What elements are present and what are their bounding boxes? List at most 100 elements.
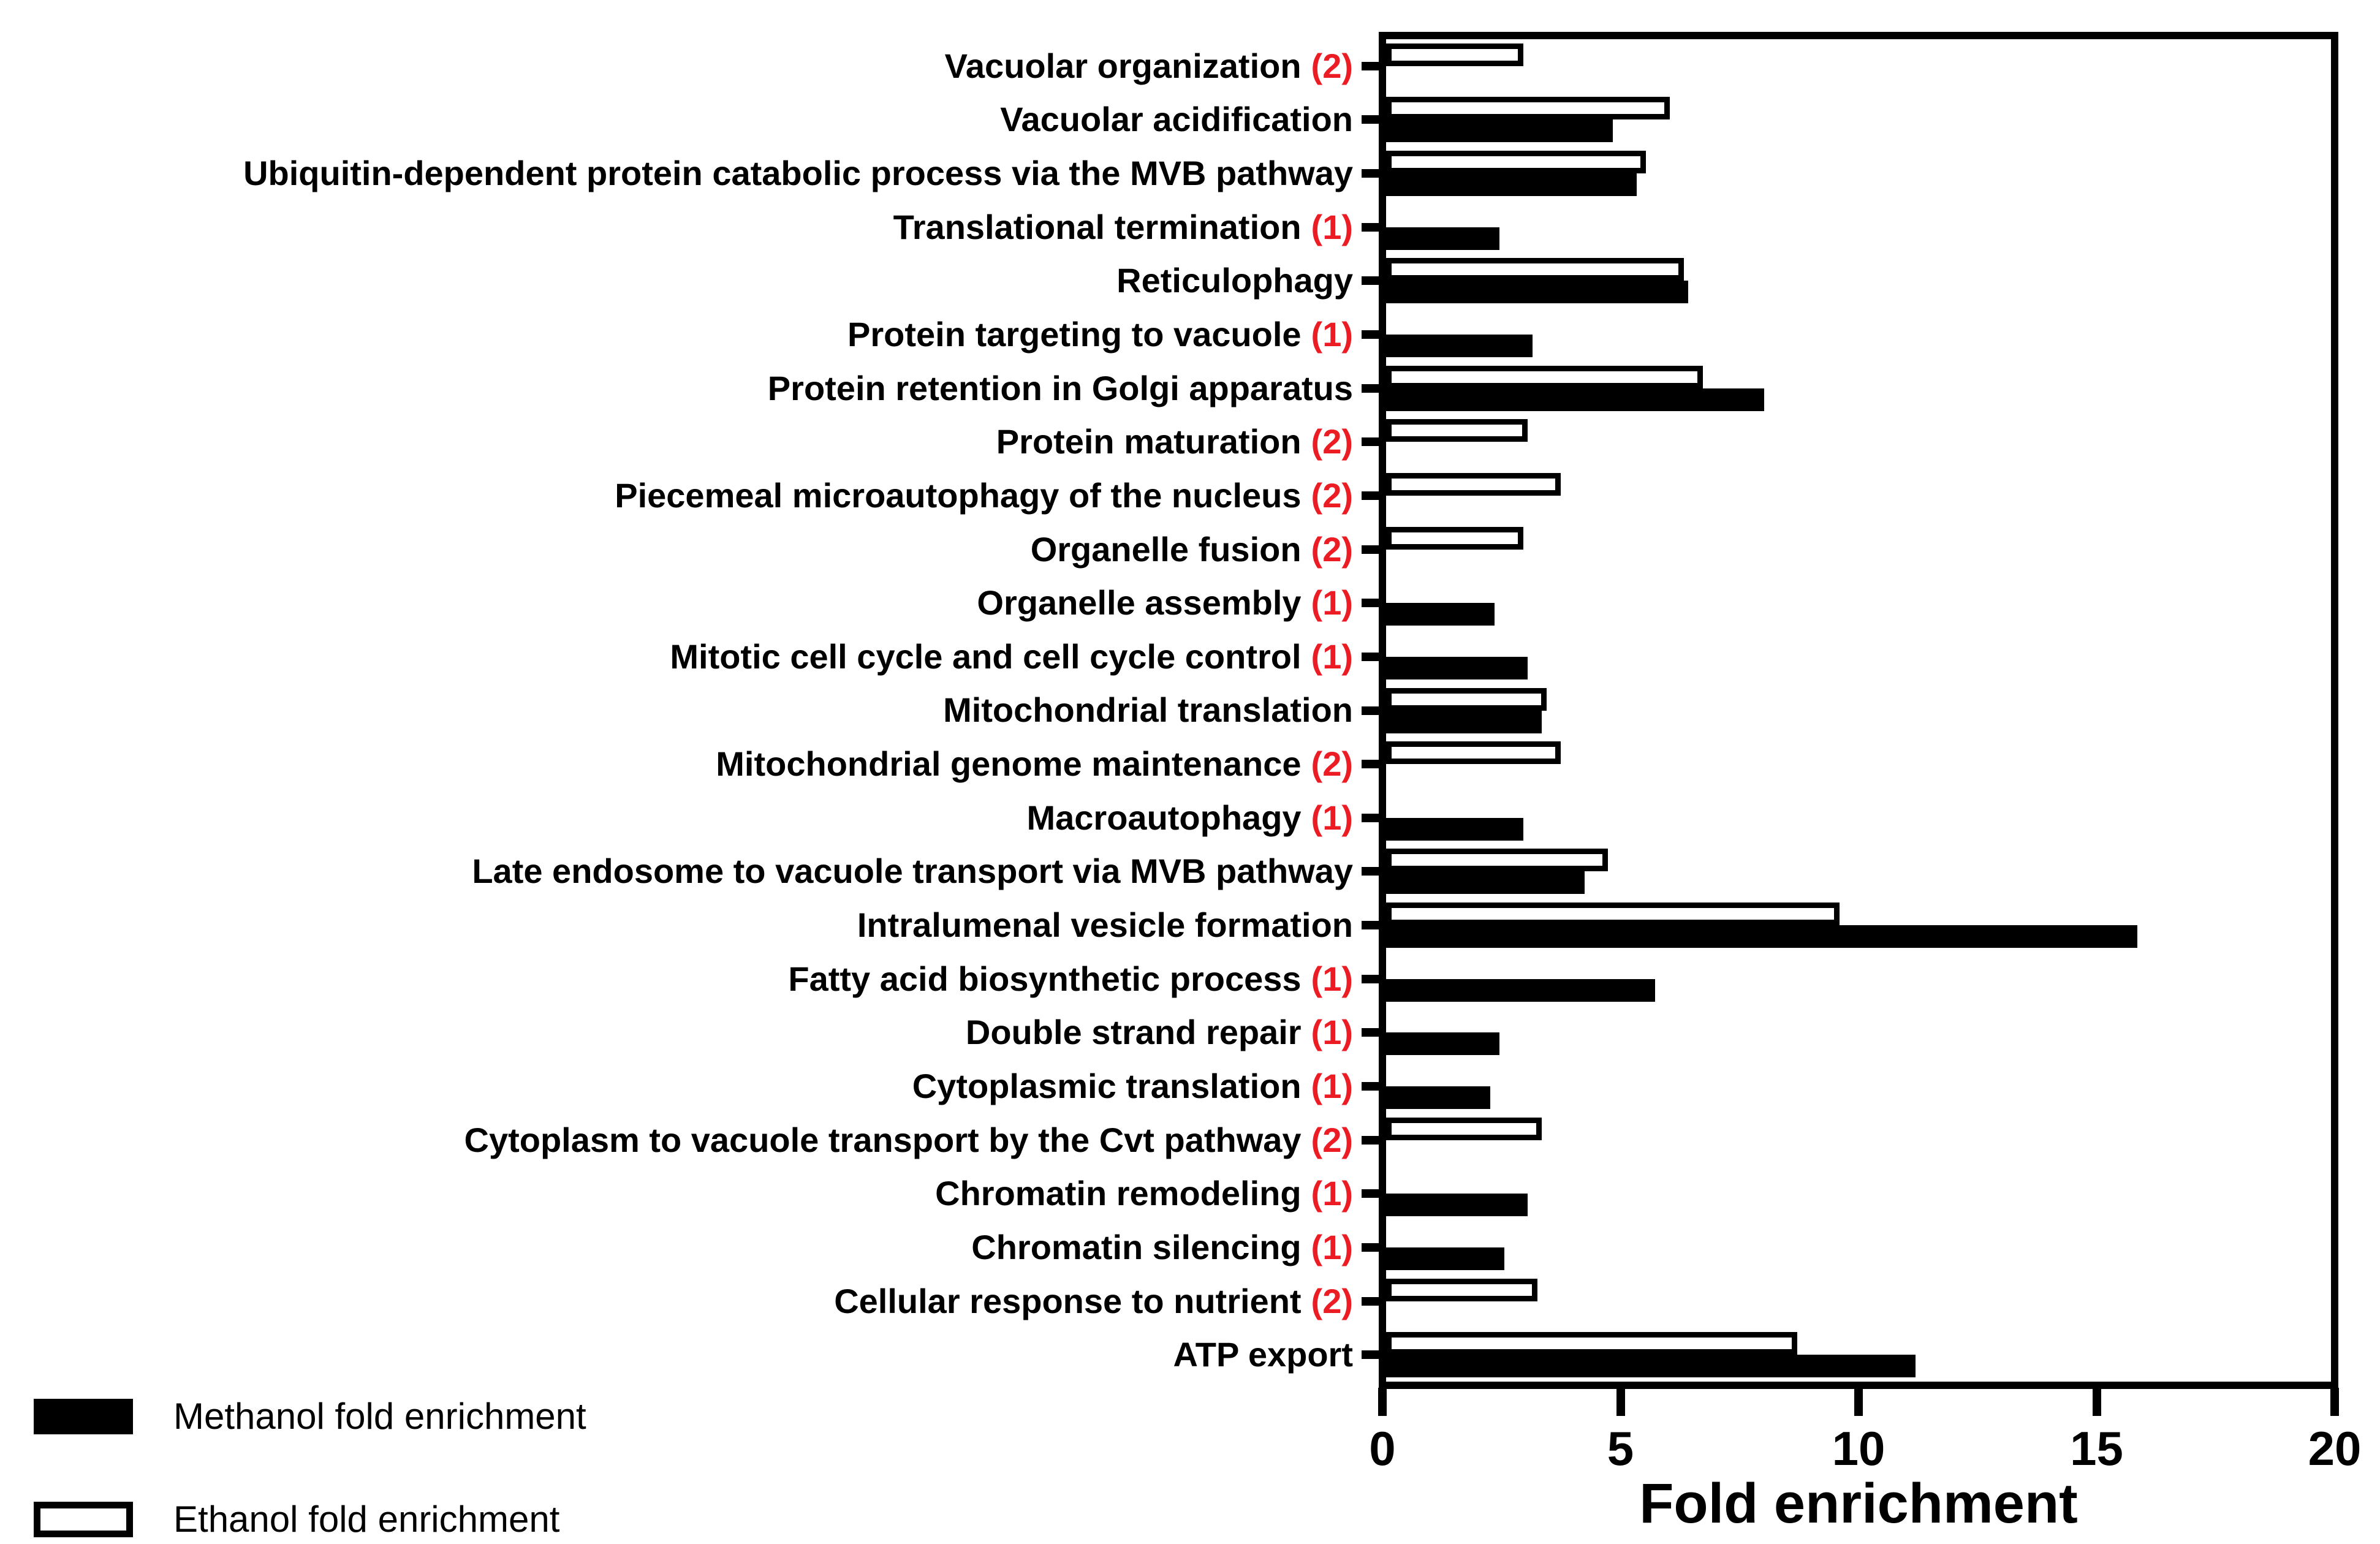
category-note: (1) — [1311, 315, 1353, 354]
y-axis-tick — [1362, 1028, 1379, 1037]
category-row: Macroautophagy(1) — [0, 791, 1353, 845]
ethanol-bar — [1386, 419, 1528, 442]
ethanol-bar — [1386, 903, 1840, 926]
ethanol-swatch-icon — [34, 1502, 133, 1537]
category-label: Fatty acid biosynthetic process — [788, 959, 1302, 998]
category-note: (1) — [1311, 798, 1353, 837]
methanol-bar — [1386, 227, 1500, 250]
x-axis-tick — [1854, 1388, 1863, 1416]
category-row: Cellular response to nutrient(2) — [0, 1274, 1353, 1328]
ethanol-bar — [1386, 1278, 1537, 1301]
y-axis-tick — [1362, 813, 1379, 822]
category-row: Ubiquitin-dependent protein catabolic pr… — [0, 146, 1353, 200]
y-axis-tick — [1362, 491, 1379, 500]
category-row: Translational termination(1) — [0, 200, 1353, 254]
y-axis-tick — [1362, 545, 1379, 554]
legend-item-methanol: Methanol fold enrichment — [34, 1398, 586, 1435]
category-note: (1) — [1311, 1066, 1353, 1105]
y-axis-tick — [1362, 222, 1379, 232]
y-axis-tick — [1362, 974, 1379, 983]
category-row: ATP export — [0, 1328, 1353, 1382]
category-row: Protein retention in Golgi apparatus — [0, 361, 1353, 415]
ethanol-bar — [1386, 1332, 1797, 1355]
category-label: Vacuolar acidification — [1000, 100, 1353, 139]
category-row: Chromatin silencing(1) — [0, 1220, 1353, 1274]
y-axis-tick — [1362, 115, 1379, 124]
x-axis-tick — [1616, 1388, 1625, 1416]
methanol-bar — [1386, 656, 1528, 679]
category-label: Macroautophagy — [1026, 798, 1302, 837]
category-note: (1) — [1311, 1227, 1353, 1266]
category-note: (2) — [1311, 475, 1353, 515]
category-note: (1) — [1311, 959, 1353, 998]
category-label: Mitochondrial genome maintenance — [716, 744, 1302, 784]
category-label: Protein maturation — [996, 422, 1302, 461]
category-note: (2) — [1311, 46, 1353, 85]
methanol-bar — [1386, 281, 1689, 304]
category-label: Organelle fusion — [1030, 529, 1302, 569]
x-axis-title: Fold enrichment — [1639, 1472, 2078, 1535]
ethanol-bar — [1386, 741, 1561, 765]
x-axis-tick — [2092, 1388, 2101, 1416]
x-axis-tick — [2330, 1388, 2339, 1416]
y-axis-tick — [1362, 921, 1379, 930]
category-note: (2) — [1311, 422, 1353, 461]
category-note: (1) — [1311, 583, 1353, 623]
category-row: Mitotic cell cycle and cell cycle contro… — [0, 630, 1353, 684]
ethanol-bar — [1386, 472, 1561, 496]
methanol-bar — [1386, 603, 1495, 626]
category-row: Late endosome to vacuole transport via M… — [0, 845, 1353, 899]
ethanol-bar — [1386, 97, 1670, 120]
category-row: Intralumenal vesicle formation — [0, 898, 1353, 952]
category-label: Mitochondrial translation — [943, 691, 1353, 730]
category-label: Chromatin remodeling — [935, 1174, 1302, 1213]
category-label: ATP export — [1173, 1335, 1353, 1374]
legend-label-methanol: Methanol fold enrichment — [173, 1396, 586, 1437]
category-note: (1) — [1311, 1174, 1353, 1213]
category-label: Cellular response to nutrient — [834, 1281, 1302, 1320]
category-label: Piecemeal microautophagy of the nucleus — [615, 475, 1302, 515]
methanol-bar — [1386, 1247, 1504, 1270]
x-tick-label: 0 — [1369, 1421, 1396, 1475]
methanol-swatch-icon — [34, 1399, 133, 1434]
y-axis-tick — [1362, 169, 1379, 178]
category-row: Organelle fusion(2) — [0, 523, 1353, 577]
x-tick-label: 20 — [2308, 1421, 2362, 1475]
ethanol-bar — [1386, 365, 1703, 388]
category-note: (2) — [1311, 744, 1353, 784]
category-label: Reticulophagy — [1116, 261, 1353, 300]
methanol-bar — [1386, 1032, 1500, 1056]
category-label: Organelle assembly — [977, 583, 1302, 623]
ethanol-bar — [1386, 1117, 1542, 1140]
y-axis-tick — [1362, 1135, 1379, 1145]
category-note: (1) — [1311, 207, 1353, 246]
category-label: Translational termination — [893, 207, 1302, 246]
category-note: (2) — [1311, 529, 1353, 569]
methanol-bar — [1386, 173, 1637, 197]
category-row: Chromatin remodeling(1) — [0, 1167, 1353, 1220]
y-axis-tick — [1362, 276, 1379, 286]
methanol-bar — [1386, 925, 2137, 948]
y-axis-tick — [1362, 61, 1379, 70]
category-label: Protein retention in Golgi apparatus — [767, 368, 1353, 407]
category-label: Intralumenal vesicle formation — [857, 906, 1353, 945]
x-tick-label: 15 — [2070, 1421, 2123, 1475]
y-axis-tick — [1362, 706, 1379, 715]
y-axis-tick — [1362, 384, 1379, 393]
x-tick-label: 10 — [1832, 1421, 1885, 1475]
category-row: Mitochondrial translation — [0, 684, 1353, 738]
category-row: Vacuolar acidification — [0, 93, 1353, 147]
category-row: Protein targeting to vacuole(1) — [0, 308, 1353, 361]
category-label: Double strand repair — [965, 1013, 1302, 1052]
legend-item-ethanol: Ethanol fold enrichment — [34, 1501, 559, 1538]
category-note: (1) — [1311, 637, 1353, 676]
y-axis-tick — [1362, 1081, 1379, 1091]
category-row: Piecemeal microautophagy of the nucleus(… — [0, 469, 1353, 523]
category-label: Late endosome to vacuole transport via M… — [472, 852, 1353, 891]
legend-label-ethanol: Ethanol fold enrichment — [173, 1499, 560, 1540]
methanol-bar — [1386, 710, 1542, 733]
y-axis-tick — [1362, 330, 1379, 339]
y-axis-tick — [1362, 652, 1379, 661]
category-label: Ubiquitin-dependent protein catabolic pr… — [243, 154, 1353, 193]
